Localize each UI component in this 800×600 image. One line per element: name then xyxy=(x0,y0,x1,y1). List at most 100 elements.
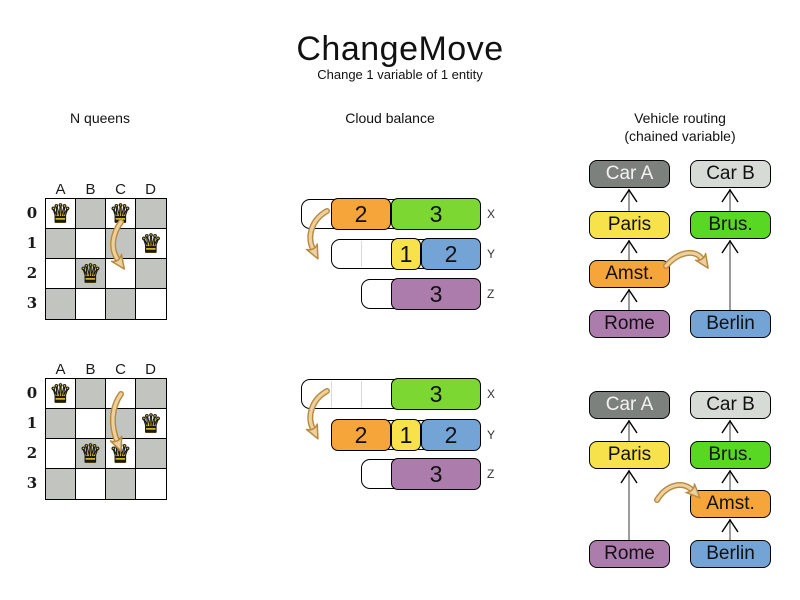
process-size: 1 xyxy=(399,421,413,448)
process-size: 3 xyxy=(429,280,443,307)
stop-box-berlin: Berlin xyxy=(690,310,771,338)
process-block: 2 xyxy=(421,419,481,451)
stop-box-rome: Rome xyxy=(589,310,670,338)
move-arrow-vrp-after xyxy=(655,483,701,502)
process-size: 2 xyxy=(444,240,458,267)
computer-label: Z xyxy=(487,467,495,481)
process-block: 1 xyxy=(391,419,421,451)
stop-box-amsterdam: Amst. xyxy=(589,260,670,288)
board-column-labels: A B C D xyxy=(46,361,166,379)
process-size: 2 xyxy=(354,200,368,227)
process-size: 2 xyxy=(444,421,458,448)
board-cell xyxy=(76,199,106,229)
move-arrow-vrp-before xyxy=(664,251,709,269)
chain-lines-after xyxy=(628,420,731,540)
stop-box-berlin: Berlin xyxy=(690,540,771,568)
row-label: 0 xyxy=(26,204,38,222)
board-cell xyxy=(106,259,136,289)
queen-icon: ♛ xyxy=(79,438,103,468)
chevron-arrowheads xyxy=(620,188,739,533)
board-column-labels: A B C D xyxy=(46,181,166,199)
process-size: 1 xyxy=(399,240,413,267)
board-cell: ♛ xyxy=(106,198,136,229)
board-cell xyxy=(76,229,106,259)
process-size: 2 xyxy=(354,421,368,448)
row-label: 0 xyxy=(26,384,38,402)
board-cell xyxy=(136,289,166,319)
stop-box-brussels: Brus. xyxy=(690,441,771,469)
process-block: 3 xyxy=(391,458,481,490)
queen-icon: ♛ xyxy=(79,258,103,288)
vehicle-box-car-a: Car A xyxy=(589,391,670,419)
column-label: A xyxy=(55,361,67,378)
stop-box-paris: Paris xyxy=(589,441,670,469)
queen-icon: ♛ xyxy=(109,198,133,228)
vehicle-box-car-b: Car B xyxy=(690,391,771,419)
process-block: 2 xyxy=(421,238,481,270)
computer-label: Z xyxy=(487,287,495,301)
column-label: C xyxy=(115,181,127,198)
nqueens-board-before: ♛ ♛ ♛ ♛ xyxy=(45,198,167,320)
column-label: A xyxy=(55,181,67,198)
board-cell xyxy=(136,379,166,409)
board-cell xyxy=(76,469,106,499)
board-cell: ♛ xyxy=(76,258,106,289)
column-label: B xyxy=(85,361,97,378)
page-subtitle: Change 1 variable of 1 entity xyxy=(317,67,483,82)
board-cell: ♛ xyxy=(46,378,76,409)
row-label: 3 xyxy=(26,294,38,312)
board-cell: ♛ xyxy=(106,438,136,469)
board-cell: ♛ xyxy=(136,228,166,259)
vehicle-box-car-b: Car B xyxy=(690,160,771,188)
board-cell xyxy=(76,289,106,319)
board-cell xyxy=(136,259,166,289)
capacity-slot-divider xyxy=(331,381,332,407)
stop-box-rome: Rome xyxy=(589,540,670,568)
board-cell xyxy=(46,439,76,469)
board-cell xyxy=(106,289,136,319)
process-block: 2 xyxy=(331,198,391,230)
board-cell xyxy=(106,469,136,499)
column-label: D xyxy=(145,361,157,378)
queen-icon: ♛ xyxy=(49,198,73,228)
board-cell: ♛ xyxy=(46,198,76,229)
stop-box-amsterdam: Amst. xyxy=(690,490,771,518)
board-cell: ♛ xyxy=(76,438,106,469)
process-size: 3 xyxy=(429,460,443,487)
process-block: 3 xyxy=(391,198,481,230)
section-sublabel-chained-variable: (chained variable) xyxy=(624,128,736,144)
vehicle-box-car-a: Car A xyxy=(589,160,670,188)
board-cell xyxy=(76,379,106,409)
section-label-cloud-balance: Cloud balance xyxy=(345,110,435,126)
queen-icon: ♛ xyxy=(139,408,163,438)
board-cell xyxy=(136,439,166,469)
stop-box-paris: Paris xyxy=(589,211,670,239)
page-title: ChangeMove xyxy=(296,30,504,68)
process-size: 3 xyxy=(429,200,443,227)
board-cell xyxy=(46,229,76,259)
capacity-slot-divider xyxy=(361,241,362,267)
board-cell xyxy=(136,469,166,499)
column-label: B xyxy=(85,181,97,198)
stop-box-brussels: Brus. xyxy=(690,211,771,239)
board-cell xyxy=(106,229,136,259)
section-label-vehicle-routing: Vehicle routing xyxy=(634,110,726,126)
board-cell xyxy=(46,289,76,319)
queen-icon: ♛ xyxy=(139,228,163,258)
process-block: 1 xyxy=(391,238,421,270)
board-cell xyxy=(46,409,76,439)
queen-icon: ♛ xyxy=(109,438,133,468)
column-label: D xyxy=(145,181,157,198)
process-block: 3 xyxy=(391,278,481,310)
process-block: 2 xyxy=(331,419,391,451)
capacity-slot-divider xyxy=(361,381,362,407)
section-label-nqueens: N queens xyxy=(70,110,130,126)
row-label: 1 xyxy=(26,234,38,252)
computer-label: X xyxy=(487,387,496,401)
row-label: 2 xyxy=(26,444,38,462)
computer-label: Y xyxy=(487,247,496,261)
column-label: C xyxy=(115,361,127,378)
board-cell: ♛ xyxy=(136,408,166,439)
board-cell xyxy=(46,259,76,289)
